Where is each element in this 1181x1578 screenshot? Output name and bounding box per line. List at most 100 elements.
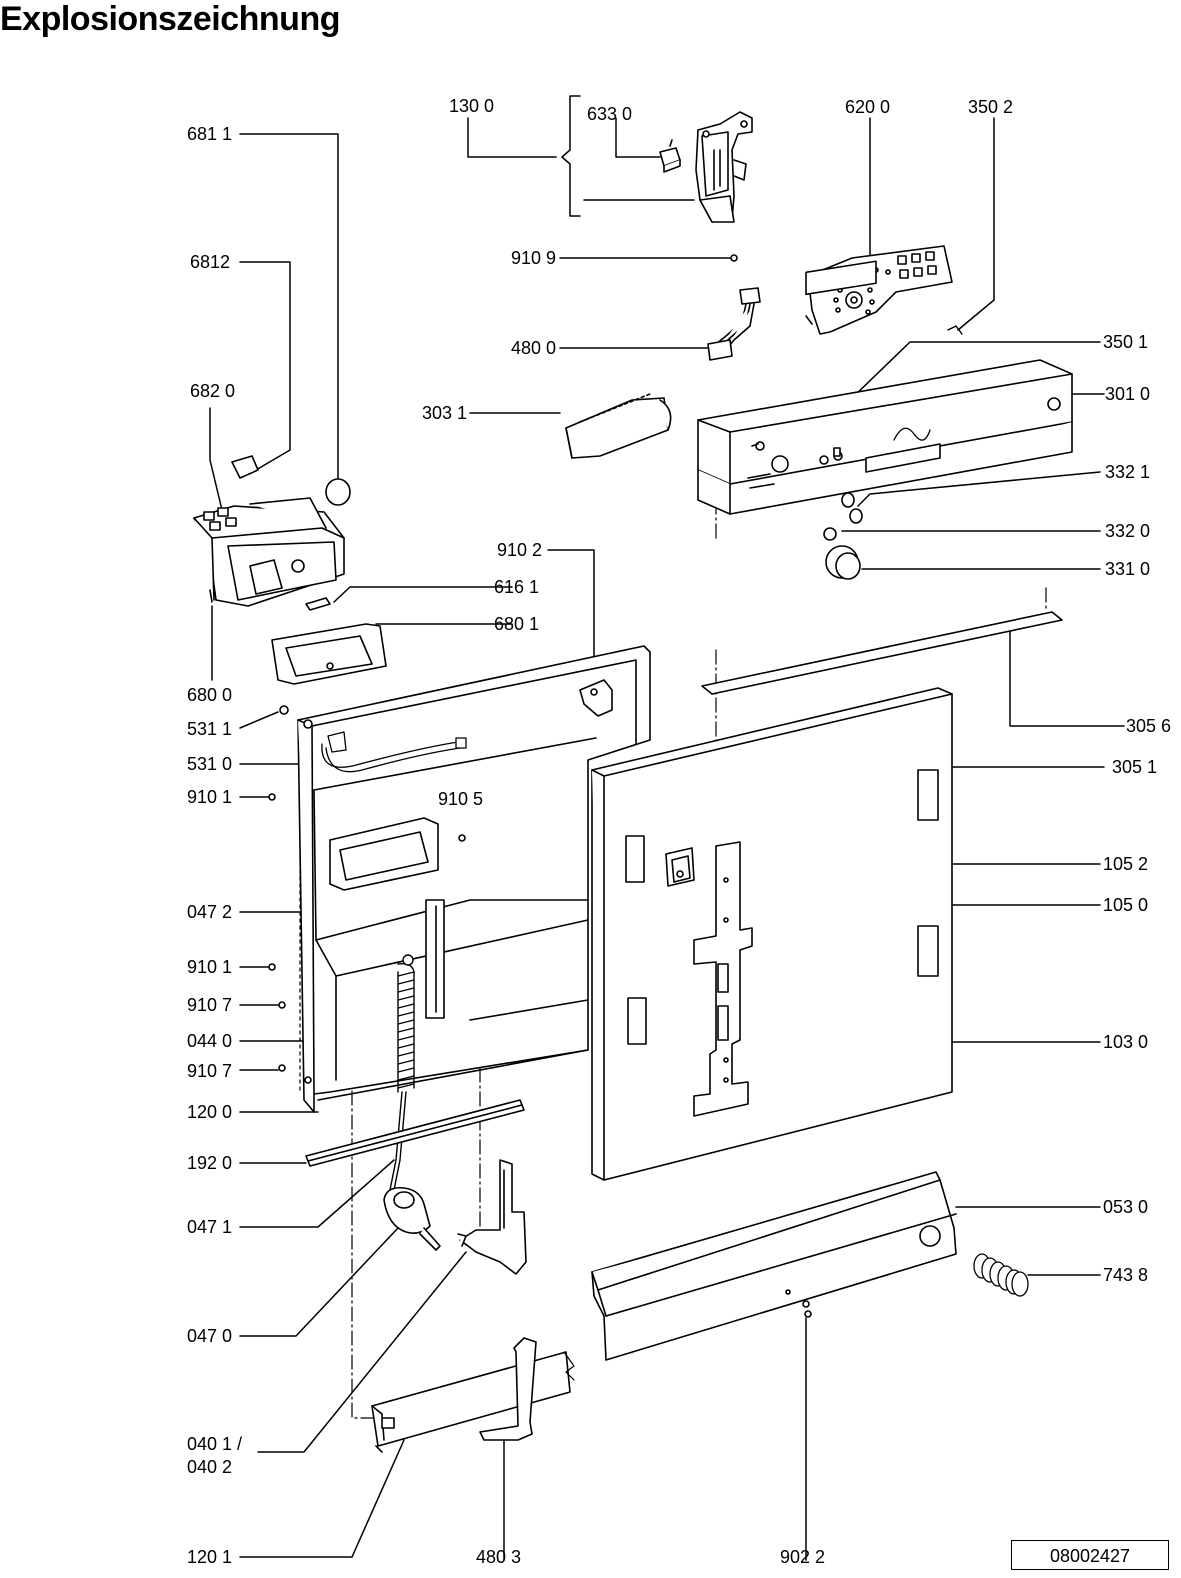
leader-682-0 xyxy=(209,407,223,511)
label-680-0: 680 0 xyxy=(187,685,233,705)
label-047-1: 047 1 xyxy=(187,1217,233,1237)
button-332-0 xyxy=(823,527,837,541)
label-332-0: 332 0 xyxy=(1105,521,1151,541)
page-title: Explosionszeichnung xyxy=(0,0,340,38)
label-910-7a: 910 7 xyxy=(187,995,233,1015)
label-681-2: 6812 xyxy=(190,252,231,272)
label-531-1: 531 1 xyxy=(187,719,233,739)
label-192-0: 192 0 xyxy=(187,1153,233,1173)
hinge-040 xyxy=(457,1159,527,1275)
label-120-1: 120 1 xyxy=(187,1547,233,1567)
screw-910-5 xyxy=(458,834,466,842)
leader-130-0 xyxy=(467,117,557,158)
trim-strip-305-6 xyxy=(701,611,1063,695)
label-130-0: 130 0 xyxy=(449,96,495,116)
label-743-8: 743 8 xyxy=(1103,1265,1149,1285)
leader-350-2 xyxy=(957,117,995,331)
label-332-1: 332 1 xyxy=(1105,462,1151,482)
bracket-480-3 xyxy=(479,1337,537,1441)
document-number: 08002427 xyxy=(1011,1540,1169,1570)
label-053-0: 053 0 xyxy=(1103,1197,1149,1217)
screws-left xyxy=(268,705,466,1072)
switch-633-0 xyxy=(659,139,681,173)
spring-743-8 xyxy=(973,1253,1029,1297)
pulley-047-1 xyxy=(383,1186,441,1251)
leader-681-1 xyxy=(239,133,339,479)
label-910-1b: 910 1 xyxy=(187,957,233,977)
bracket-910-2 xyxy=(579,679,613,717)
spring-clip-350-2 xyxy=(947,325,963,335)
label-620-0: 620 0 xyxy=(845,97,891,117)
screw-910-9 xyxy=(730,254,738,262)
kick-plate-053-0 xyxy=(591,1171,957,1361)
leader-681-2 xyxy=(239,261,291,471)
label-047-2: 047 2 xyxy=(187,902,233,922)
leader-910-2 xyxy=(547,549,595,691)
buttons-332-1 xyxy=(841,492,863,524)
base-rail-120-1 xyxy=(371,1351,571,1453)
door-lock-assembly xyxy=(695,111,753,223)
clip-616-1 xyxy=(305,597,331,611)
clip-105-2 xyxy=(665,847,695,887)
label-681-1: 681 1 xyxy=(187,124,233,144)
label-105-0: 105 0 xyxy=(1103,895,1149,915)
leader-040 xyxy=(257,1251,467,1453)
label-350-1: 350 1 xyxy=(1103,332,1149,352)
label-305-1: 305 1 xyxy=(1112,757,1158,777)
screw-910-1b xyxy=(268,963,276,971)
label-103-0: 103 0 xyxy=(1103,1032,1149,1052)
rail-192-0 xyxy=(305,1099,525,1167)
leader-531-1 xyxy=(239,711,279,729)
spring-044-0 xyxy=(389,954,415,1191)
label-480-0: 480 0 xyxy=(511,338,557,358)
leader-616-1 xyxy=(333,586,513,603)
screw-910-7a xyxy=(278,1001,286,1009)
label-044-0: 044 0 xyxy=(187,1031,233,1051)
label-105-2: 105 2 xyxy=(1103,854,1149,874)
label-301-0: 301 0 xyxy=(1105,384,1151,404)
label-910-7b: 910 7 xyxy=(187,1061,233,1081)
leader-332-1 xyxy=(857,471,1101,507)
label-480-3: 480 3 xyxy=(476,1547,522,1567)
label-040-1: 040 1 / xyxy=(187,1434,243,1454)
inner-door-120-0 xyxy=(297,645,651,1113)
label-633-0: 633 0 xyxy=(587,104,633,124)
label-680-1: 680 1 xyxy=(494,614,540,634)
label-120-0: 120 0 xyxy=(187,1102,233,1122)
label-331-0: 331 0 xyxy=(1105,559,1151,579)
label-910-2: 910 2 xyxy=(497,540,543,560)
outer-door-103-0 xyxy=(591,687,953,1181)
screw-902-2 xyxy=(802,1300,812,1318)
label-910-9: 910 9 xyxy=(511,248,557,268)
lever-681-2 xyxy=(231,455,259,479)
handle-cover-303-1 xyxy=(565,393,672,459)
gasket-680-1 xyxy=(271,623,387,685)
label-531-0: 531 0 xyxy=(187,754,233,774)
label-047-0: 047 0 xyxy=(187,1326,233,1346)
label-303-1: 303 1 xyxy=(422,403,468,423)
label-682-0: 682 0 xyxy=(190,381,236,401)
leader-305-6 xyxy=(1009,629,1125,727)
label-350-2: 350 2 xyxy=(968,97,1014,117)
bracket-130-0 xyxy=(561,95,581,217)
cap-681-1 xyxy=(325,478,351,506)
screw-531-1 xyxy=(279,705,289,715)
control-panel-301-0 xyxy=(697,260,1073,515)
label-305-6: 305 6 xyxy=(1126,716,1172,736)
break-lines xyxy=(563,1351,575,1381)
dispenser-682-0 xyxy=(193,497,345,607)
leader-350-1 xyxy=(849,341,1101,401)
label-616-1: 616 1 xyxy=(494,577,540,597)
label-040-2: 040 2 xyxy=(187,1457,233,1477)
cable-531-0 xyxy=(321,731,467,773)
leader-633-0 xyxy=(615,117,661,158)
leader-047-0 xyxy=(239,1227,399,1337)
label-910-1a: 910 1 xyxy=(187,787,233,807)
screw-910-7b xyxy=(278,1064,286,1072)
screw-910-1a xyxy=(268,793,276,801)
knob-331-0 xyxy=(825,545,861,580)
leader-047-1 xyxy=(239,1159,395,1228)
label-902-2: 902 2 xyxy=(780,1547,826,1567)
leader-120-1 xyxy=(239,1439,405,1558)
